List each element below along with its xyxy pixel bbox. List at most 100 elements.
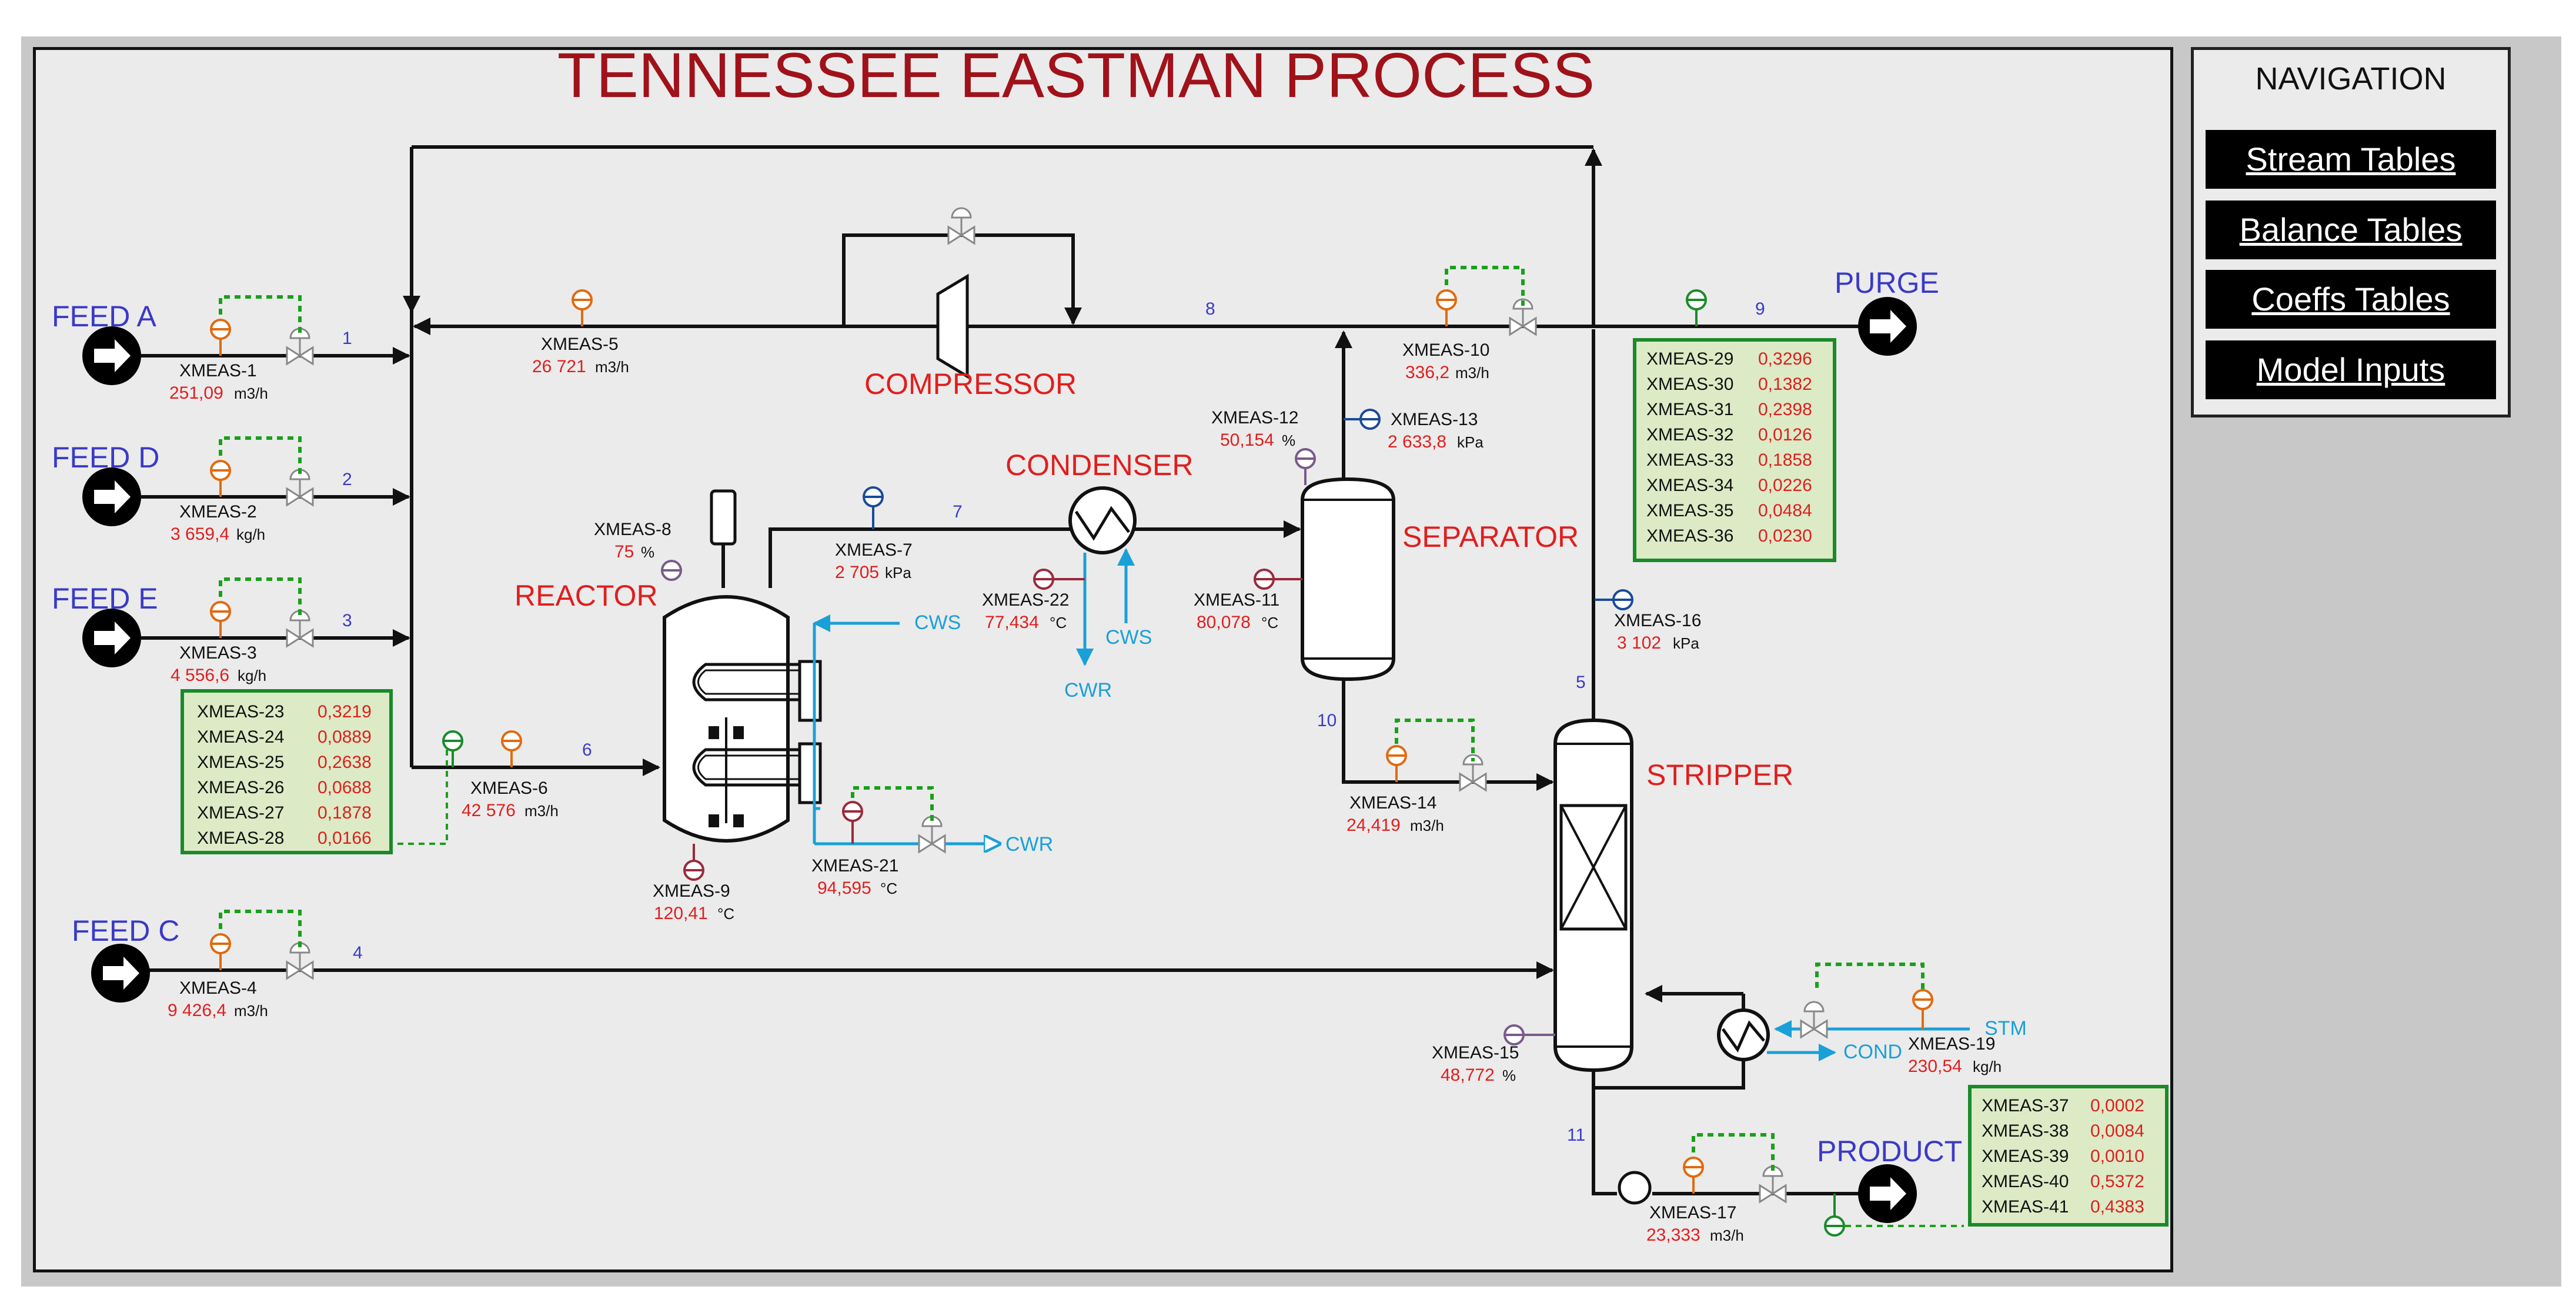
measurement-unit: kg/h bbox=[1973, 1058, 2002, 1075]
flow-transmitter-icon[interactable] bbox=[210, 601, 231, 638]
measurement-unit: m3/h bbox=[1710, 1227, 1744, 1244]
purge-arrow-icon bbox=[1858, 297, 1917, 356]
feed-c-arrow-icon bbox=[91, 944, 150, 1003]
measurement-value: 80,078 bbox=[1197, 613, 1251, 632]
measurement-value: 24,419 bbox=[1347, 816, 1401, 835]
level-transmitter-icon[interactable] bbox=[1503, 1024, 1555, 1045]
instrument-bubbles bbox=[210, 289, 1933, 1237]
level-transmitter-icon[interactable] bbox=[661, 560, 682, 581]
valve-icon[interactable] bbox=[947, 207, 975, 245]
measurement-tag: XMEAS-2 bbox=[179, 502, 257, 522]
analyzer-tag: XMEAS-33 bbox=[1646, 450, 1733, 470]
measurement-tag: XMEAS-22 bbox=[982, 590, 1069, 610]
measurement-unit: % bbox=[1502, 1067, 1516, 1084]
analyzer-tag: XMEAS-31 bbox=[1646, 400, 1733, 419]
cws-condenser-label: CWS bbox=[1105, 626, 1152, 649]
measurement-value: 75 bbox=[614, 542, 634, 562]
analyzer-transmitter-icon[interactable] bbox=[1824, 1194, 1845, 1237]
valve-icon[interactable] bbox=[1759, 1165, 1787, 1204]
feed-d-arrow-icon bbox=[82, 467, 141, 526]
measurement-tag: XMEAS-15 bbox=[1432, 1043, 1519, 1063]
analyzer-tag: XMEAS-30 bbox=[1646, 375, 1733, 394]
temperature-transmitter-icon[interactable] bbox=[683, 844, 704, 881]
product-arrow-icon bbox=[1858, 1164, 1917, 1223]
valve-icon[interactable] bbox=[1800, 1001, 1828, 1039]
analyzer-value: 0,0230 bbox=[1758, 526, 1812, 546]
analyzer-value: 0,0226 bbox=[1758, 476, 1812, 495]
measurement-unit: m3/h bbox=[1455, 364, 1489, 382]
flow-transmitter-icon[interactable] bbox=[1912, 989, 1933, 1029]
measurement-unit: m3/h bbox=[595, 358, 629, 376]
valve-icon[interactable] bbox=[286, 469, 314, 507]
stream-number: 9 bbox=[1755, 299, 1765, 319]
valve-icon[interactable] bbox=[286, 610, 314, 648]
analyzer-transmitter-icon[interactable] bbox=[442, 730, 463, 767]
xmeas-8-readout: XMEAS-8 75 % bbox=[594, 520, 671, 562]
xmeas-22-readout: XMEAS-22 77,434 °C bbox=[982, 590, 1069, 632]
analyzer-tag: XMEAS-34 bbox=[1646, 476, 1733, 495]
cwr-reactor-label: CWR bbox=[1005, 833, 1053, 856]
temperature-transmitter-icon[interactable] bbox=[1033, 569, 1085, 590]
compressor bbox=[936, 273, 969, 379]
flow-transmitter-icon[interactable] bbox=[210, 460, 231, 497]
condenser-label: CONDENSER bbox=[1005, 449, 1193, 482]
analyzer-tag: XMEAS-38 bbox=[1982, 1121, 2069, 1141]
measurement-tag: XMEAS-21 bbox=[811, 856, 898, 876]
xmeas-17-readout: XMEAS-17 23,333 m3/h bbox=[1646, 1203, 1744, 1245]
xmeas-15-readout: XMEAS-15 48,772 % bbox=[1432, 1043, 1519, 1085]
analyzer-tag: XMEAS-26 bbox=[197, 778, 284, 797]
feed-a-label: FEED A bbox=[52, 300, 156, 333]
analyzer-value: 0,0484 bbox=[1758, 501, 1812, 520]
measurement-value: 23,333 bbox=[1646, 1225, 1700, 1245]
analyzer-tag: XMEAS-41 bbox=[1982, 1197, 2069, 1217]
valve-icon[interactable] bbox=[286, 942, 314, 980]
measurement-unit: m3/h bbox=[234, 1002, 268, 1020]
analyzer-value: 0,5372 bbox=[2090, 1172, 2144, 1191]
xmeas-12-readout: XMEAS-12 50,154 % bbox=[1211, 408, 1298, 450]
analyzer-tag: XMEAS-24 bbox=[197, 727, 284, 747]
measurement-tag: XMEAS-4 bbox=[179, 978, 257, 998]
measurement-value: 42 576 bbox=[462, 801, 516, 820]
stream-tables-button[interactable]: Stream Tables bbox=[2206, 130, 2496, 189]
stm-label: STM bbox=[1984, 1017, 2027, 1040]
analyzer-tag: XMEAS-35 bbox=[1646, 501, 1733, 520]
balance-tables-button[interactable]: Balance Tables bbox=[2206, 201, 2496, 259]
separator-label: SEPARATOR bbox=[1402, 520, 1579, 553]
feed-c-label: FEED C bbox=[72, 914, 179, 947]
flow-transmitter-icon[interactable] bbox=[501, 730, 522, 767]
measurement-value: 4 556,6 bbox=[171, 666, 229, 685]
model-inputs-button[interactable]: Model Inputs bbox=[2206, 340, 2496, 399]
pressure-transmitter-icon[interactable] bbox=[1595, 589, 1633, 610]
valve-icon[interactable] bbox=[286, 328, 314, 366]
pressure-transmitter-icon[interactable] bbox=[863, 486, 884, 529]
analyzer-transmitter-icon[interactable] bbox=[1686, 289, 1707, 326]
temperature-transmitter-icon[interactable] bbox=[842, 801, 863, 844]
reactor-vessel bbox=[663, 489, 822, 843]
analyzer-value: 0,1382 bbox=[1758, 375, 1812, 394]
analyzer-tag: XMEAS-27 bbox=[197, 803, 284, 823]
analyzer-tag: XMEAS-32 bbox=[1646, 425, 1733, 445]
flow-transmitter-icon[interactable] bbox=[210, 319, 231, 356]
measurement-value: 94,595 bbox=[817, 878, 871, 898]
flow-transmitter-icon[interactable] bbox=[1386, 745, 1407, 782]
flow-transmitter-icon[interactable] bbox=[572, 289, 593, 326]
analyzer-value: 0,4383 bbox=[2090, 1197, 2144, 1217]
compressor-label: COMPRESSOR bbox=[864, 367, 1077, 400]
xmeas-3-readout: XMEAS-3 4 556,6 kg/h bbox=[171, 643, 266, 685]
feed-analyzer-table: XMEAS-23 0,3219 XMEAS-24 0,0889 XMEAS-25… bbox=[181, 689, 393, 854]
temperature-transmitter-icon[interactable] bbox=[1254, 569, 1302, 590]
coeffs-tables-button[interactable]: Coeffs Tables bbox=[2206, 270, 2496, 329]
pressure-transmitter-icon[interactable] bbox=[1344, 409, 1381, 430]
page-title: TENNESSEE EASTMAN PROCESS bbox=[557, 39, 1595, 111]
flow-transmitter-icon[interactable] bbox=[210, 933, 231, 970]
level-transmitter-icon[interactable] bbox=[1295, 448, 1316, 485]
flow-transmitter-icon[interactable] bbox=[1436, 289, 1457, 326]
analyzer-value: 0,1878 bbox=[318, 803, 372, 823]
analyzer-value: 0,3296 bbox=[1758, 349, 1812, 369]
valve-icon[interactable] bbox=[918, 816, 946, 854]
stripper-column bbox=[1553, 718, 1633, 1073]
measurement-value: 3 102 bbox=[1617, 633, 1661, 653]
flow-transmitter-icon[interactable] bbox=[1683, 1157, 1704, 1194]
measurement-value: 50,154 bbox=[1220, 430, 1274, 450]
